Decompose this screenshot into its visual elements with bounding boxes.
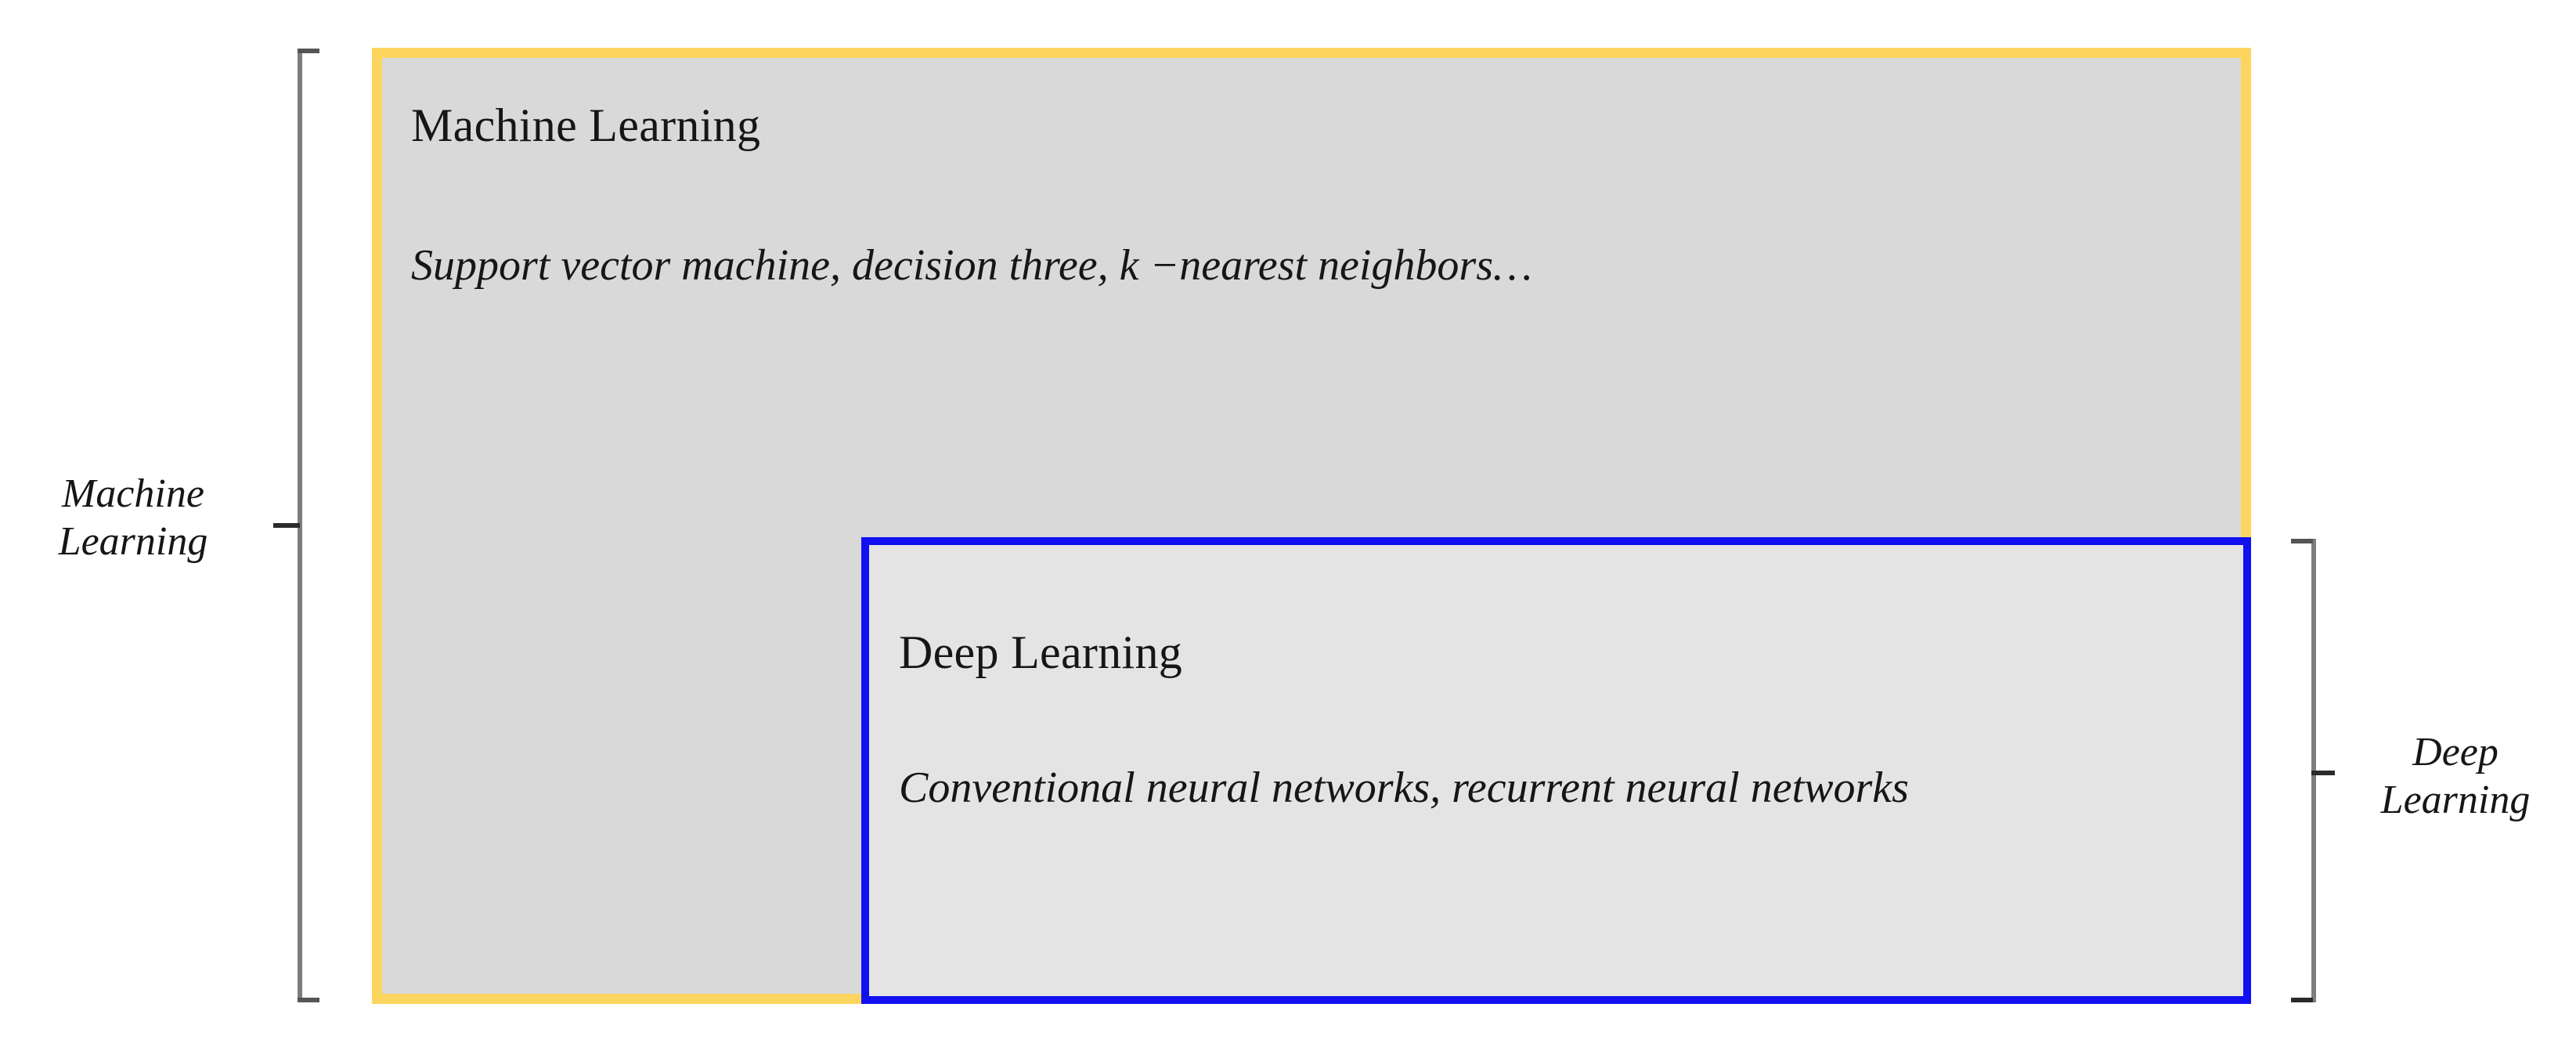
deep-learning-title: Deep Learning <box>899 626 1183 678</box>
right-bracket-middle-tick <box>2311 771 2335 775</box>
left-bracket-bottom-tick <box>298 998 319 1002</box>
deep-learning-bracket-label-line-1: Deep <box>2412 730 2498 774</box>
left-bracket-middle-tick <box>273 523 300 528</box>
right-bracket-top-tick <box>2291 539 2313 543</box>
machine-learning-bracket-label-line-2: Learning <box>58 519 208 565</box>
deep-learning-box[interactable]: Deep Learning Conventional neural networ… <box>861 537 2251 1004</box>
deep-learning-bracket-label-line-2: Learning <box>2380 778 2531 823</box>
left-bracket-top-tick <box>298 49 319 53</box>
machine-learning-bracket-label: Machine Learning <box>0 470 266 566</box>
machine-learning-title: Machine Learning <box>411 99 761 151</box>
deep-learning-examples: Conventional neural networks, recurrent … <box>899 764 1909 812</box>
left-bracket-spine <box>298 49 302 1002</box>
right-bracket-bottom-tick <box>2291 998 2313 1002</box>
machine-learning-examples: Support vector machine, decision three, … <box>411 241 1532 290</box>
machine-learning-bracket-label-line-1: Machine <box>62 471 204 516</box>
deep-learning-bracket-label: Deep Learning <box>2335 728 2576 825</box>
